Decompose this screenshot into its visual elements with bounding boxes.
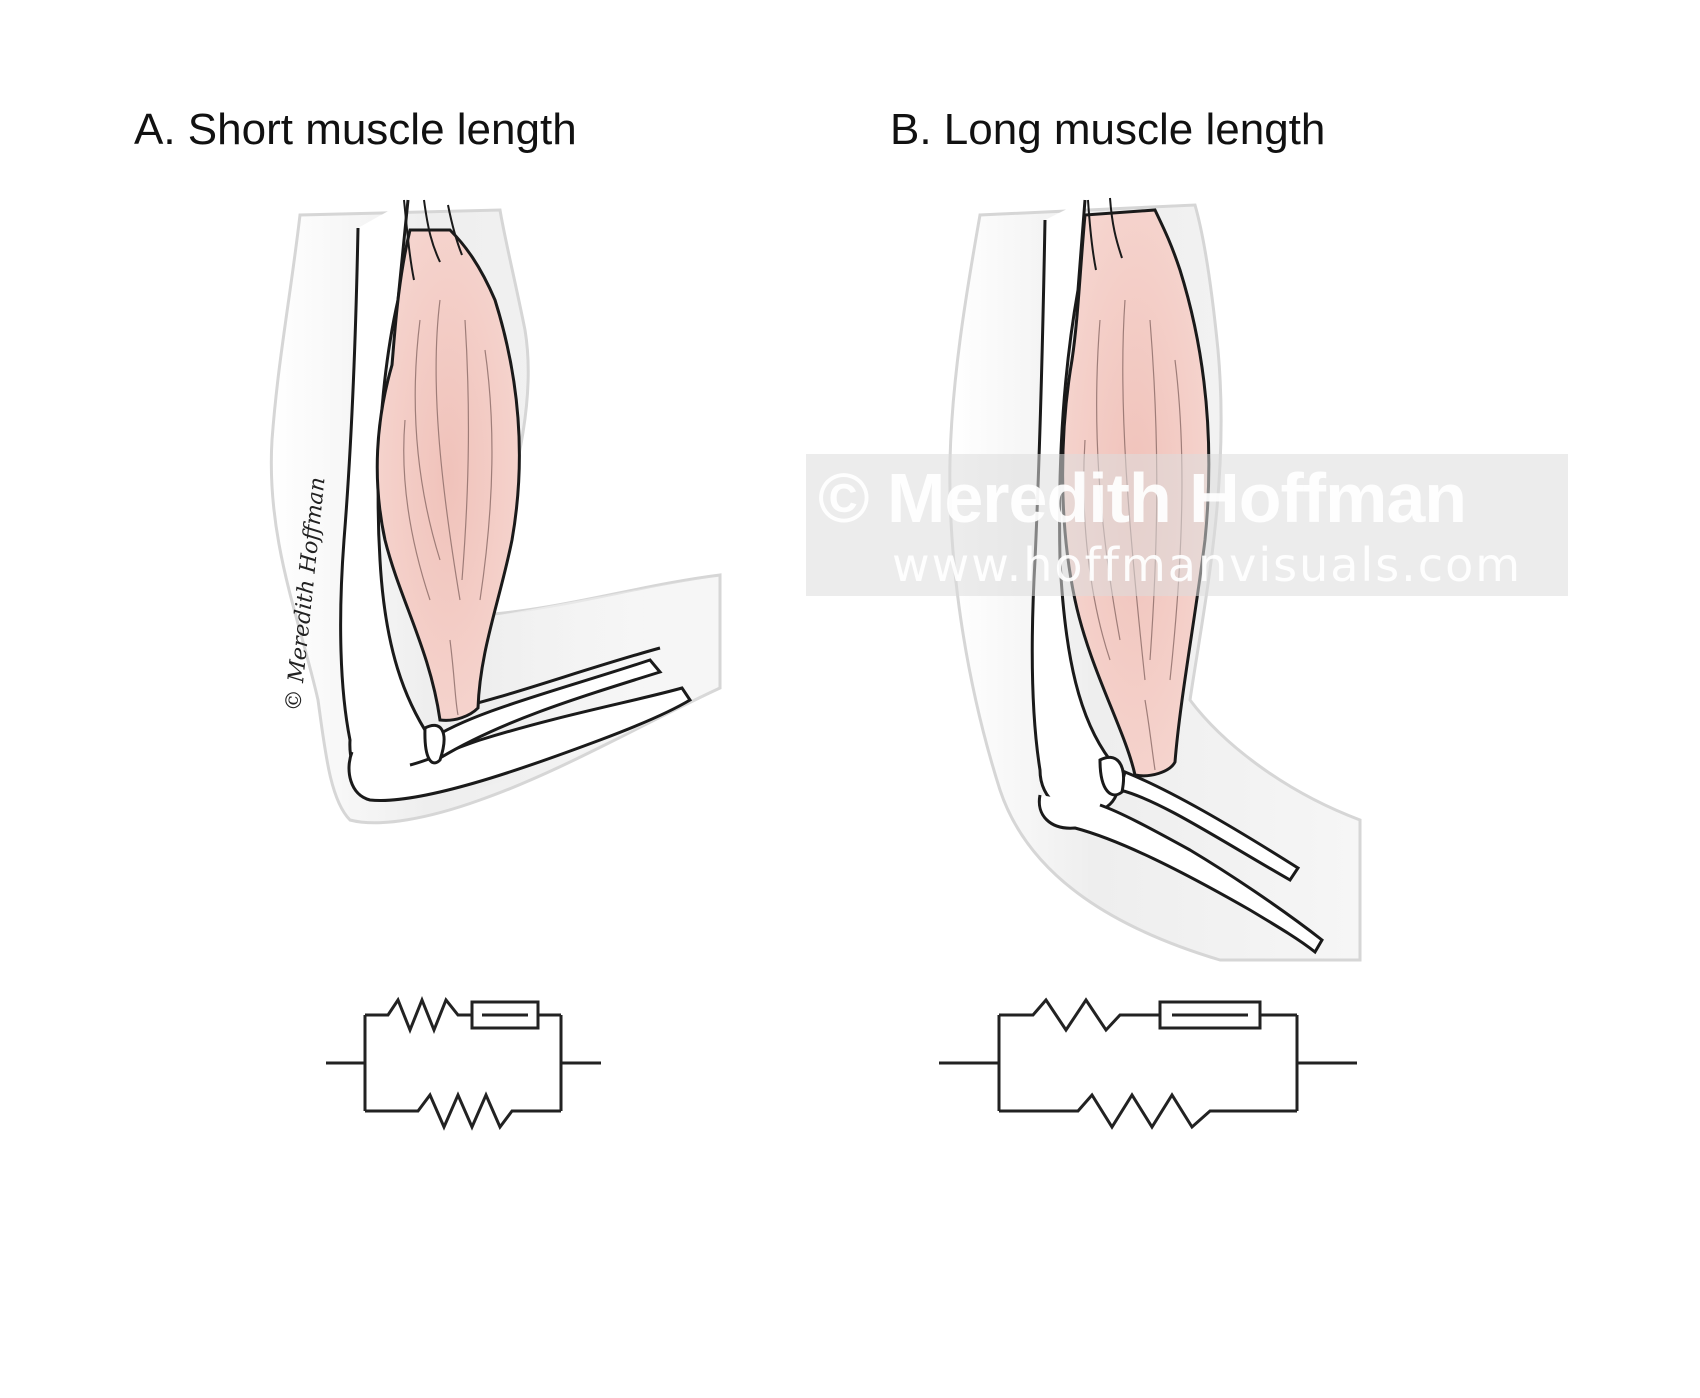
ulna-b xyxy=(1037,794,1324,955)
dashpot-icon xyxy=(470,1000,540,1030)
watermark: © Meredith Hoffman www.hoffmanvisuals.co… xyxy=(806,454,1568,596)
arm-a: © Meredith Hoffman xyxy=(269,199,722,825)
illustration: © Meredith Hoffman xyxy=(269,197,1362,1131)
radius-b xyxy=(1118,769,1301,882)
panel-a-title: A. Short muscle length xyxy=(134,105,577,154)
circuit-a xyxy=(326,995,601,1131)
ulna-a xyxy=(347,686,693,802)
dashpot-icon xyxy=(1158,1000,1262,1030)
spring-icon xyxy=(999,997,1160,1033)
spring-icon xyxy=(365,995,472,1035)
watermark-line1: © Meredith Hoffman xyxy=(818,459,1467,537)
panel-b-title: B. Long muscle length xyxy=(890,105,1326,154)
spring-icon xyxy=(999,1092,1297,1130)
biceps-muscle-a xyxy=(375,228,521,722)
spring-icon xyxy=(365,1091,561,1131)
radius-a xyxy=(428,658,663,761)
watermark-line2: www.hoffmanvisuals.com xyxy=(892,538,1523,592)
circuit-b xyxy=(939,997,1357,1130)
muscle-fibers-a xyxy=(403,299,493,716)
